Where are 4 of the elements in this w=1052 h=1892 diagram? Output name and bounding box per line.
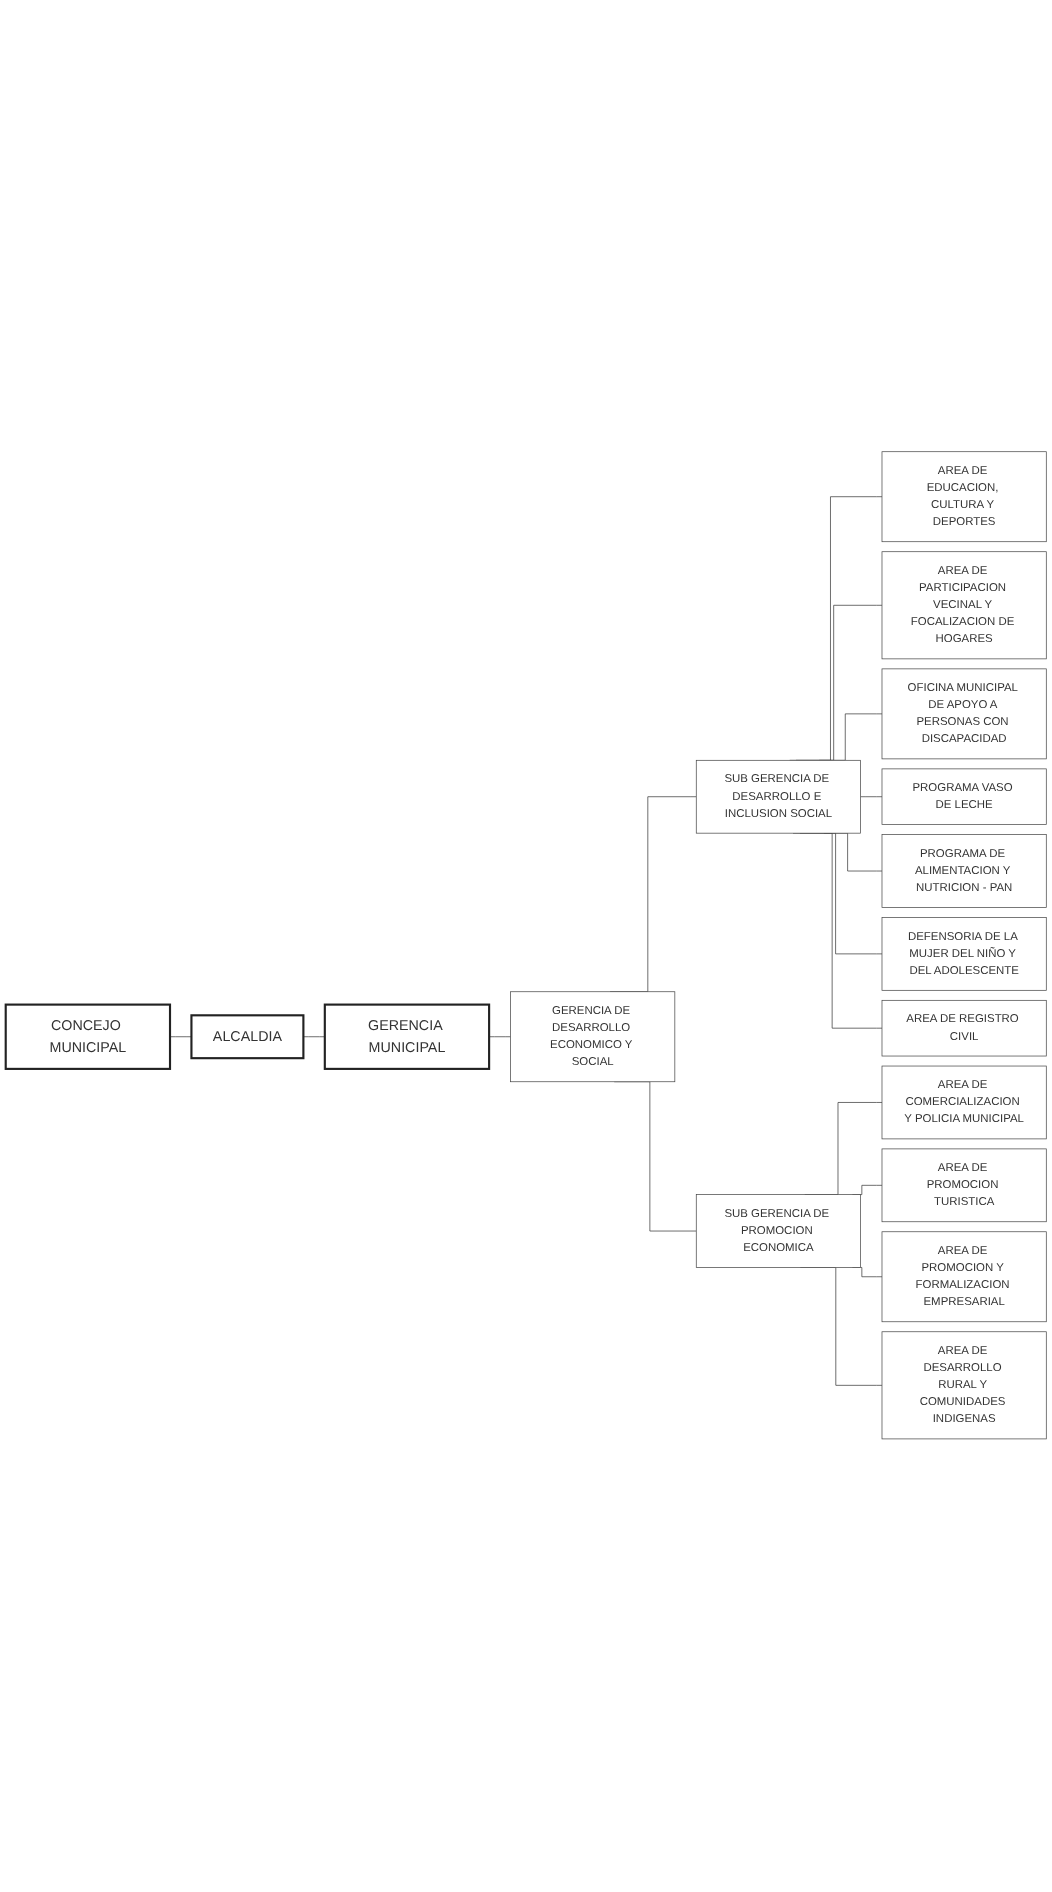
connector	[860, 797, 883, 798]
connector	[169, 1037, 192, 1038]
connector	[303, 1037, 326, 1038]
connector	[488, 1037, 511, 1038]
